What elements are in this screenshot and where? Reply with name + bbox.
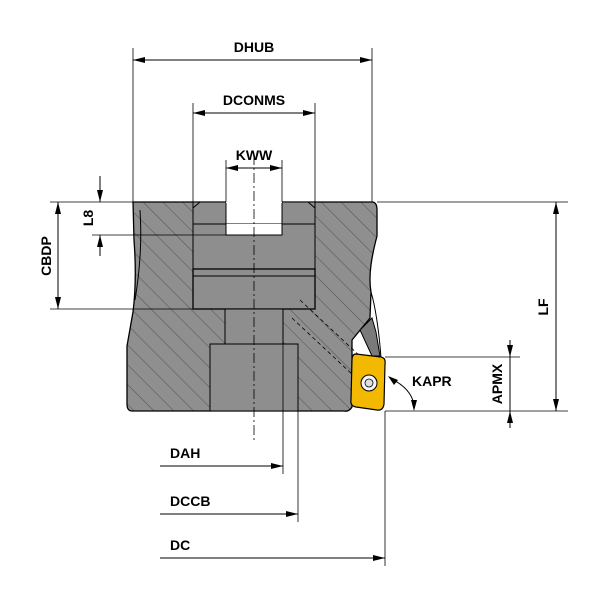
counterbore-chamfer	[192, 201, 316, 209]
dim-kww: KWW	[225, 147, 283, 202]
dim-cbdp: CBDP	[38, 201, 193, 310]
l8-label: L8	[80, 210, 96, 227]
dim-apmx: APMX	[385, 340, 520, 428]
dhub-label: DHUB	[234, 39, 274, 55]
dim-dhub: DHUB	[132, 39, 373, 202]
dim-dah: DAH	[160, 344, 284, 474]
coolant-channel	[291, 299, 363, 377]
chip-flute	[359, 317, 381, 357]
dconms-label: DCONMS	[223, 92, 285, 108]
dim-dconms: DCONMS	[192, 92, 316, 202]
lf-label: LF	[535, 298, 551, 316]
kww-label: KWW	[236, 147, 273, 163]
screw-socket-icon	[364, 378, 374, 388]
dah-label: DAH	[170, 445, 200, 461]
dc-label: DC	[170, 537, 190, 553]
kapr-label: KAPR	[412, 373, 452, 389]
dccb-label: DCCB	[170, 493, 210, 509]
dim-dc: DC	[160, 411, 386, 566]
apmx-label: APMX	[489, 363, 505, 404]
cbdp-label: CBDP	[38, 236, 54, 276]
body-left-flank	[134, 209, 142, 301]
dim-dccb: DCCB	[160, 411, 299, 522]
cutting-insert	[350, 353, 386, 411]
dim-kapr: KAPR	[388, 373, 452, 411]
flute-edge	[370, 291, 382, 359]
dim-l8: L8	[80, 176, 226, 256]
dim-lf: LF	[377, 201, 568, 412]
